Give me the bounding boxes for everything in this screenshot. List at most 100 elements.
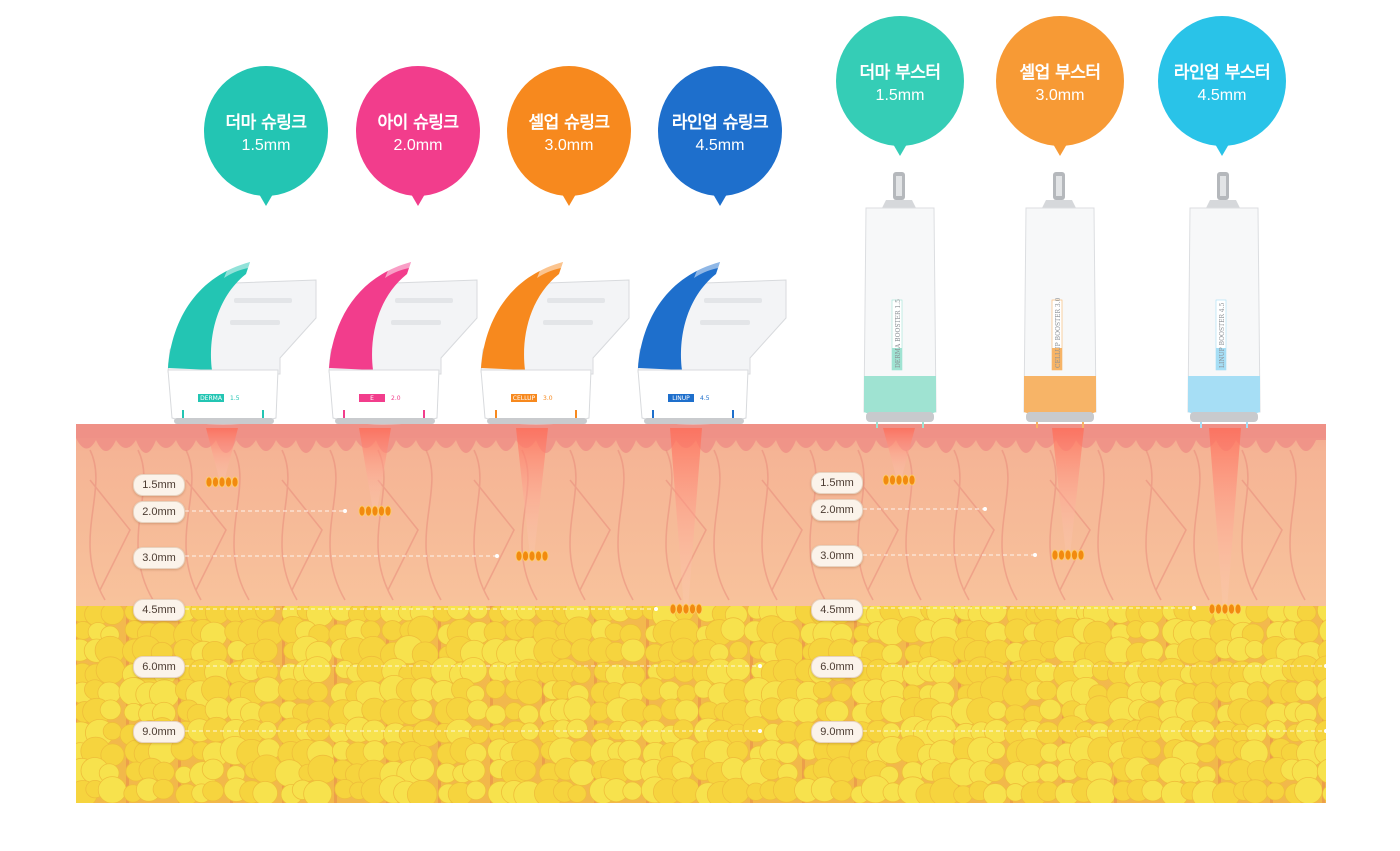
fat-cell [672,778,699,804]
fat-cell [1318,696,1345,722]
fat-cell [1328,660,1356,687]
fat-cell [1350,763,1375,787]
fat-cell [620,720,643,742]
fat-cell [568,785,586,802]
fat-cell [98,777,126,804]
fat-cell [253,781,278,805]
fat-cell [407,780,437,808]
fat-cell [777,743,798,763]
fat-cell [1197,744,1217,763]
focus-point [529,551,535,561]
focus-point [385,506,391,516]
focus-point [1216,604,1222,614]
fat-cell [1266,720,1286,739]
fat-cell [467,700,488,720]
tip-depth: 4.5 [700,395,710,402]
fat-cell [825,701,848,723]
fat-cell [1328,696,1357,723]
shrink-cartridges: DERMA1.5E2.0CELLUP3.0LINUP4.5 [168,262,786,424]
booster-bubble-lineup: 라인업 부스터 4.5mm [1158,16,1286,146]
bubble-depth: 2.0mm [394,137,443,155]
fat-cell [1346,641,1373,667]
fat-cell [813,681,831,698]
fat-cell [153,779,174,799]
fat-cell [1347,780,1369,801]
fat-cell [515,761,536,781]
fat-cell [1141,641,1163,662]
fat-cell [258,721,277,739]
fat-cell [364,604,382,621]
fat-cell [1317,759,1343,784]
booster-side-label: DERMA BOOSTER 1.5 [895,299,902,368]
fat-cell [304,657,331,683]
fat-cell [832,683,852,702]
bubble-depth: 4.5mm [1198,87,1247,105]
shrink-cartridge: E2.0 [329,262,477,424]
fat-cell [1247,682,1268,702]
fat-cell [1266,783,1284,800]
depth-label-9-0: 9.0mm [811,721,863,743]
fat-cell [721,618,745,641]
bubble-title: 셀업 슈링크 [528,108,609,133]
fat-cell [1335,782,1355,801]
fat-cell [1347,739,1374,765]
tip-depth: 1.5 [230,395,240,402]
fat-cell [1141,681,1162,701]
fat-cell [930,660,955,684]
guide-dot [1033,553,1037,557]
booster-cartridge: DERMA BOOSTER 1.5 [864,172,936,428]
fat-cell [985,763,1004,781]
bubble-depth: 3.0mm [545,137,594,155]
focus-point [213,477,219,487]
fat-cell [572,665,591,683]
fat-cell [100,700,121,720]
guide-dot [1324,729,1328,733]
guide-dot [654,607,658,611]
booster-bubble-cellup: 셀업 부스터 3.0mm [996,16,1124,146]
depth-label-4-5: 4.5mm [811,599,863,621]
fat-cell [1334,743,1359,766]
focus-point [1222,604,1228,614]
fat-cell [1142,780,1164,801]
tip-label: CELLUP [513,395,536,402]
fat-cell [1037,722,1060,744]
fat-cell [983,784,1007,806]
focus-point [690,604,696,614]
fat-cell [363,741,386,763]
focus-point [677,604,683,614]
depth-label-6-0: 6.0mm [811,656,863,678]
fat-cell [307,718,331,741]
guide-dot [495,554,499,558]
fat-cell [571,741,593,762]
guide-dot [1324,664,1328,668]
guide-dot [758,729,762,733]
fat-cell [410,758,434,781]
fat-cell [1332,680,1356,703]
bubble-title: 아이 슈링크 [377,108,458,133]
depth-label-3-0: 3.0mm [133,547,185,569]
bubble-title: 더마 부스터 [859,58,940,83]
fat-cell [1315,739,1342,765]
fat-cell [1313,656,1342,683]
depth-label-2-0: 2.0mm [133,501,185,523]
depth-label-4-5: 4.5mm [133,599,185,621]
fat-cell [518,705,538,724]
focus-point [890,475,896,485]
fat-cell [203,781,224,801]
fat-cell [831,781,852,801]
bubble-title: 라인업 슈링크 [672,108,768,133]
fat-cell [1335,721,1361,746]
focus-point [896,475,902,485]
focus-point [219,477,225,487]
focus-point [903,475,909,485]
fat-cell [254,677,280,702]
depth-label-6-0: 6.0mm [133,656,185,678]
focus-point [1209,604,1215,614]
focus-point [359,506,365,516]
depth-label-2-0: 2.0mm [811,499,863,521]
fat-cell [1332,761,1352,780]
focus-point [1065,550,1071,560]
depth-label-1-5: 1.5mm [811,472,863,494]
